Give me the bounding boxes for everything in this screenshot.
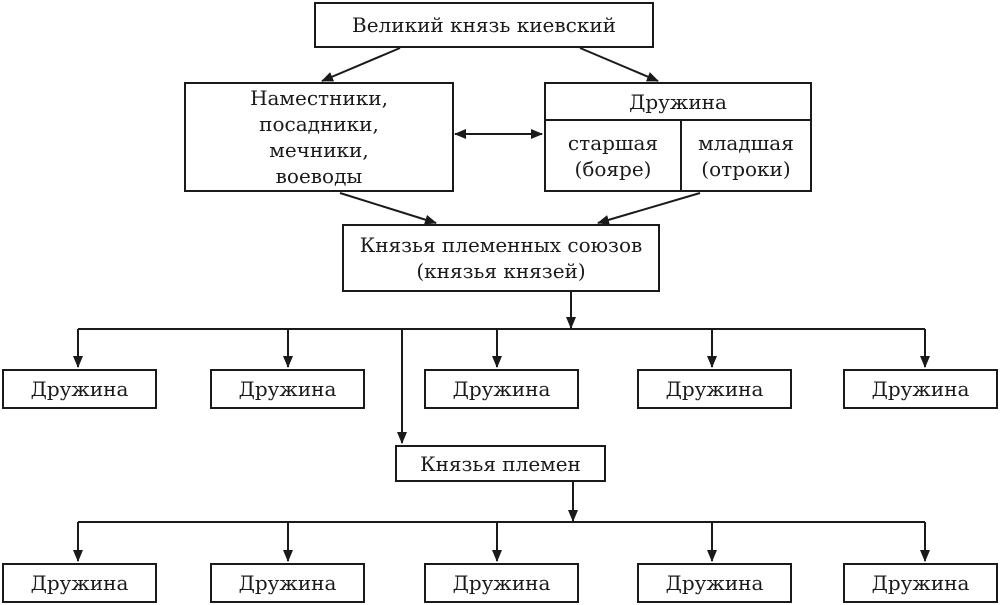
- governors-box: Наместники, посадники, мечники, воеводы: [184, 82, 454, 192]
- druzhina-junior-cell: младшая (отроки): [682, 121, 810, 190]
- druzhina-row2-item: Дружина: [210, 563, 365, 603]
- grand-prince-box: Великий князь киевский: [314, 2, 654, 48]
- druzhina-senior-cell: старшая (бояре): [546, 121, 680, 190]
- druzhina-row1-item: Дружина: [424, 369, 579, 409]
- druzhina-main-divider-v: [680, 121, 682, 190]
- arrow-grand-prince-to-governors: [321, 47, 401, 82]
- tribal-union-princes-label: Князья племенных союзов (князья князей): [359, 233, 643, 283]
- druzhina-row1-item: Дружина: [637, 369, 792, 409]
- druzhina-row2-item: Дружина: [424, 563, 579, 603]
- druzhina-main-title: Дружина: [629, 89, 727, 114]
- tribe-princes-box: Князья племен: [395, 445, 606, 482]
- druzhina-main-divider-h: [546, 119, 810, 121]
- druzhina-row2-item: Дружина: [2, 563, 157, 603]
- tribal-union-princes-box: Князья племенных союзов (князья князей): [342, 224, 660, 292]
- druzhina-row1-item: Дружина: [843, 369, 998, 409]
- grand-prince-label: Великий князь киевский: [352, 13, 616, 37]
- arrow-druzhina-to-union-princes: [597, 192, 701, 225]
- tribe-princes-label: Князья племен: [420, 451, 581, 476]
- arrow-governors-to-union-princes: [339, 192, 437, 225]
- arrow-grand-prince-to-druzhina: [579, 47, 659, 82]
- druzhina-junior-label: младшая (отроки): [698, 130, 794, 181]
- druzhina-row2-item: Дружина: [843, 563, 998, 603]
- druzhina-row2-item: Дружина: [637, 563, 792, 603]
- druzhina-senior-label: старшая (бояре): [567, 130, 659, 181]
- druzhina-row1-item: Дружина: [210, 369, 365, 409]
- druzhina-row1-item: Дружина: [2, 369, 157, 409]
- druzhina-main-box: Дружина старшая (бояре) младшая (отроки): [544, 82, 812, 192]
- governors-label: Наместники, посадники, мечники, воеводы: [250, 86, 388, 188]
